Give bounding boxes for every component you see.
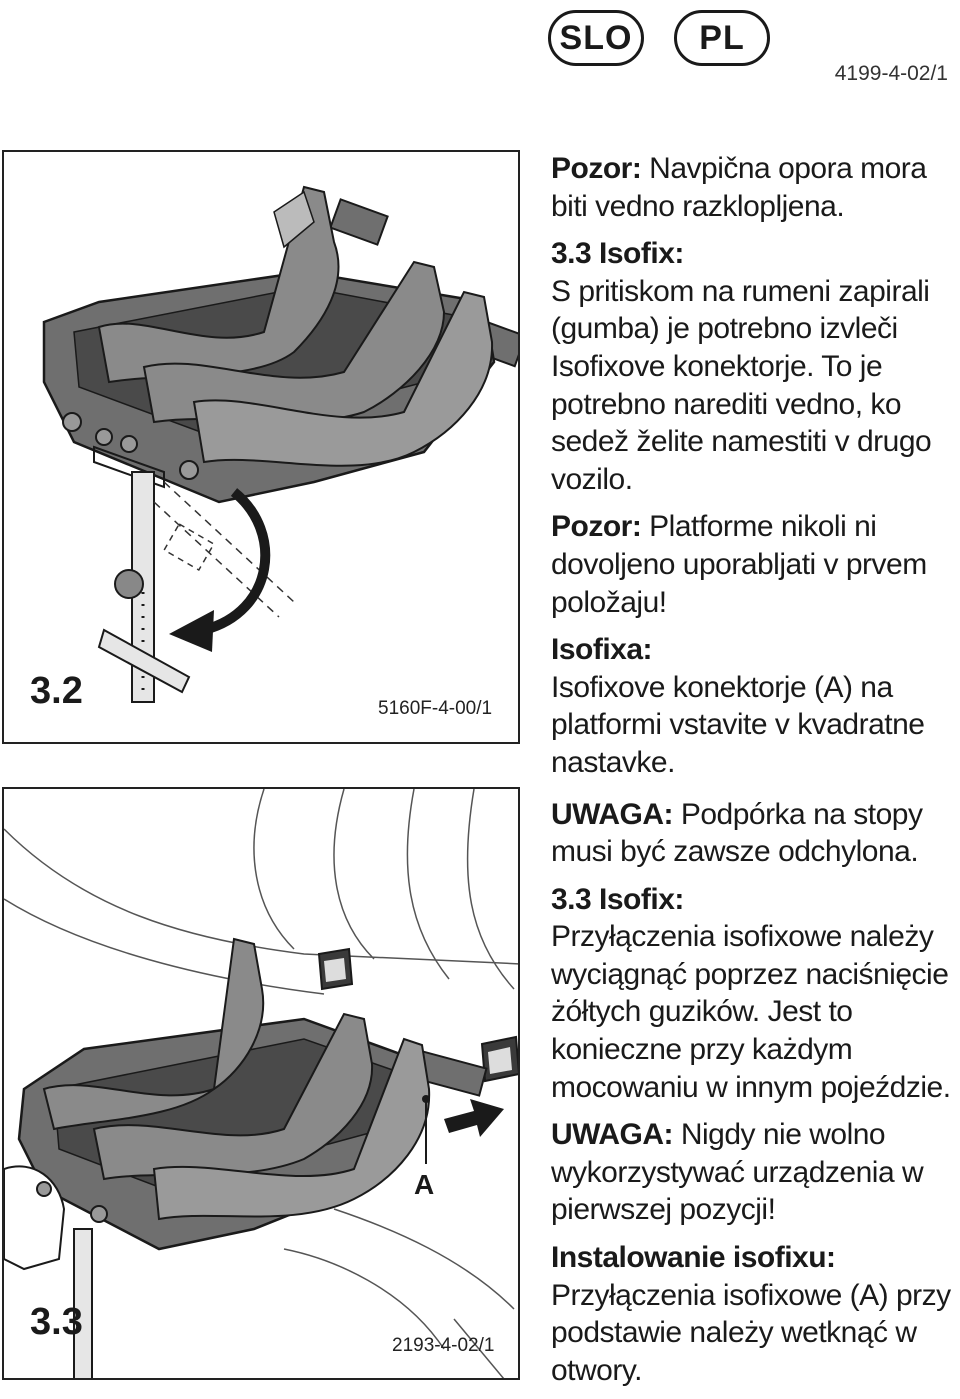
section-heading: 3.3 Isofix: (551, 882, 684, 916)
warning-label: UWAGA: (551, 1118, 673, 1152)
figure-number: 3.2 (30, 670, 83, 712)
isofix-installation-illustration (4, 789, 518, 1378)
language-badge-slo: SLO (548, 10, 644, 66)
pl-install-section: Instalowanie isofixu:Przyłączenia isofix… (551, 1239, 955, 1389)
section-text: Przyłączenia isofixowe należy wyciągnąć … (551, 920, 951, 1104)
pl-isofix-section: 3.3 Isofix: Przyłączenia isofixowe należy… (551, 881, 955, 1107)
figure-code: 2193-4-02/1 (392, 1335, 495, 1356)
connector-label-a: A (414, 1169, 435, 1200)
warning-label: Pozor: (551, 510, 642, 544)
language-badges: SLO PL (548, 10, 770, 66)
slo-isofix-section: 3.3 Isofix:S pritiskom na rumeni zapiral… (551, 235, 955, 498)
section-heading: Instalowanie isofixu: (551, 1241, 836, 1275)
figure-number: 3.3 (30, 1301, 83, 1343)
warning-text: Podpórka na stopy musi być zawsze odchyl… (551, 797, 923, 869)
figure-code: 5160F-4-00/1 (378, 698, 493, 719)
section-text: Przyłączenia isofixowe (A) przy podstawi… (551, 1278, 951, 1387)
language-badge-pl: PL (674, 10, 770, 66)
slo-warning-footrest: Pozor: Navpična opora mora biti vedno ra… (551, 150, 955, 225)
slo-isofixa-section: Isofixa:Isofixove konektorje (A) na plat… (551, 631, 955, 781)
warning-text: Nigdy nie wolno wykorzystywać urządzenia… (551, 1118, 924, 1227)
pl-warning-position: UWAGA: Nigdy nie wolno wykorzystywać urz… (551, 1116, 955, 1229)
figure-3-2: 3.2 5160F-4-00/1 (2, 150, 520, 744)
section-heading: Isofixa: (551, 633, 653, 667)
instructions-text: Pozor: Navpična opora mora biti vedno ra… (551, 150, 955, 1399)
section-text: Isofixove konektorje (A) na platformi vs… (551, 670, 925, 779)
section-text: S pritiskom na rumeni zapirali (gumba) j… (551, 274, 932, 496)
isofix-base-illustration (42, 185, 518, 703)
warning-text: Platforme nikoli ni dovoljeno uporabljat… (551, 510, 927, 619)
figure-3-3: A 3.3 2193-4-02/1 (2, 787, 520, 1380)
warning-label: Pozor: (551, 152, 642, 185)
pl-warning-footrest: UWAGA: Podpórka na stopy musi być zawsze… (551, 796, 955, 871)
slo-warning-position: Pozor: Platforme nikoli ni dovoljeno upo… (551, 508, 955, 621)
warning-text: Navpična opora mora biti vedno razkloplj… (551, 152, 927, 223)
section-heading: 3.3 Isofix: (551, 237, 684, 271)
document-code: 4199-4-02/1 (834, 62, 948, 85)
warning-label: UWAGA: (551, 797, 673, 831)
